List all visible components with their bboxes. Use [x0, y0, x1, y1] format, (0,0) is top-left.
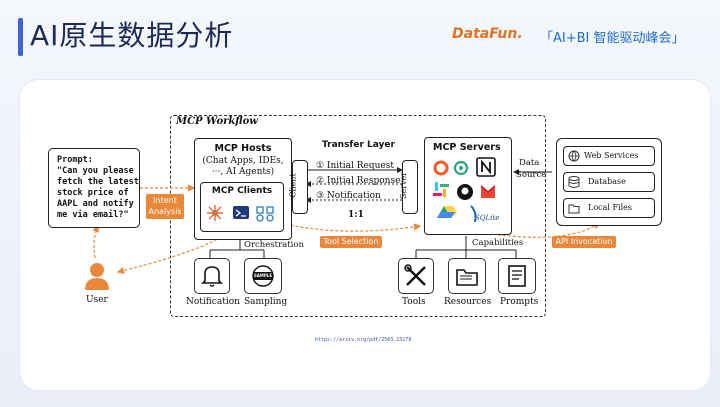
- servers-title: MCP Servers: [433, 142, 501, 153]
- api-invocation-tag: API Invocation: [552, 236, 616, 248]
- user-label: User: [86, 295, 108, 305]
- notification-label: Notification: [186, 297, 240, 307]
- grafana-icon: [433, 160, 449, 176]
- notion-icon: [476, 157, 496, 177]
- github-icon: [457, 184, 473, 200]
- tool-selection-tag: Tool Selection: [320, 236, 382, 248]
- prompt-line-3: stock price of: [57, 188, 129, 198]
- hosts-sub-2: ···, AI Agents): [211, 167, 275, 177]
- mcp-servers-box: MCP Servers SQLite: [424, 137, 512, 235]
- title-accent-bar: [18, 18, 23, 56]
- claude-icon: [207, 205, 223, 221]
- document-icon: [508, 265, 526, 287]
- notification-card: [194, 258, 230, 294]
- hosts-title: MCP Hosts: [214, 143, 272, 154]
- folder-icon: [456, 269, 478, 286]
- slide-title: AI原生数据分析: [30, 19, 234, 52]
- folder-icon: [568, 204, 580, 214]
- source-database-label: Database: [588, 177, 626, 186]
- sampling-icon: [252, 265, 274, 287]
- server-bar-label: Server: [399, 171, 409, 200]
- user-icon: [85, 263, 109, 290]
- sqlite-label: SQLite: [475, 214, 500, 222]
- sampling-label: Sampling: [244, 297, 288, 307]
- diagram-card: [20, 80, 710, 390]
- prompts-label: Prompts: [500, 297, 539, 307]
- prompt-line-4: AAPL and notify: [57, 199, 134, 209]
- slack-icon: [433, 182, 449, 197]
- sqlite-icon: [470, 205, 477, 223]
- source-local-files-label: Local Files: [588, 203, 632, 212]
- globe-icon: [568, 150, 580, 162]
- tools-label: Tools: [402, 297, 426, 307]
- server-app-icons: [433, 157, 496, 223]
- capabilities-label: Capabilities: [472, 238, 524, 248]
- intent-tag-line-1: Intent: [153, 196, 177, 205]
- database-icon: [568, 176, 580, 188]
- tools-card: [398, 258, 434, 294]
- data-source-label: Data Source: [516, 157, 546, 181]
- google-drive-icon: [437, 206, 457, 218]
- data-source-line-1: Data: [519, 158, 540, 168]
- prompt-label: Prompt:: [57, 155, 93, 165]
- datafun-logo: DataFun.: [452, 26, 523, 42]
- source-database: Database: [563, 172, 655, 192]
- orchestration-label: Orchestration: [244, 240, 304, 250]
- ratio-label: 1:1: [348, 210, 364, 220]
- prompts-card: [498, 258, 536, 294]
- prompt-line-5: me via email?": [57, 210, 129, 220]
- prompt-box: Prompt: "Can you please fetch the latest…: [48, 148, 140, 228]
- source-local-files: Local Files: [563, 198, 655, 218]
- tools-icon: [404, 264, 426, 286]
- resources-card: [448, 258, 486, 294]
- resources-label: Resources: [444, 297, 492, 307]
- intent-tag-line-2: Analysis: [148, 207, 182, 216]
- message-initial-request: ① Initial Request: [316, 161, 394, 171]
- sampling-badge-text: SAMPLE: [253, 273, 273, 278]
- clients-title: MCP Clients: [211, 186, 273, 196]
- cursor-icon: [233, 206, 249, 219]
- summit-slogan: 「AI+BI 智能驱动峰会」: [540, 31, 685, 46]
- mcp-clients-box: MCP Clients: [200, 182, 284, 232]
- data-source-line-2: Source: [516, 170, 547, 180]
- data-sources-box: Web Services Database Local Files: [556, 138, 662, 226]
- client-bar-label: Client: [288, 173, 298, 198]
- transfer-layer-title: Transfer Layer: [322, 140, 395, 150]
- prompt-line-1: "Can you please: [57, 166, 134, 176]
- bell-icon: [201, 266, 223, 287]
- agent-icon: [256, 206, 274, 222]
- message-notification: ③ Notification: [316, 191, 381, 201]
- client-app-icons: [207, 205, 274, 222]
- client-bar: Client: [288, 160, 308, 214]
- prompt-line-2: fetch the latest: [57, 177, 139, 187]
- server-bar: Server: [399, 160, 418, 214]
- intent-analysis-tag: Intent Analysis: [146, 194, 184, 219]
- hosts-sub-1: (Chat Apps, IDEs,: [202, 156, 284, 166]
- gmail-icon: [480, 185, 496, 198]
- source-web-services-label: Web Services: [584, 151, 639, 160]
- source-web-services: Web Services: [563, 146, 655, 166]
- source-link[interactable]: https://arxiv.org/pdf/2503.23278: [315, 337, 412, 343]
- sampling-card: SAMPLE: [244, 258, 282, 294]
- message-initial-response: ② Initial Response: [316, 176, 401, 186]
- workflow-title: MCP Workflow: [176, 116, 258, 127]
- openai-icon: [453, 160, 469, 176]
